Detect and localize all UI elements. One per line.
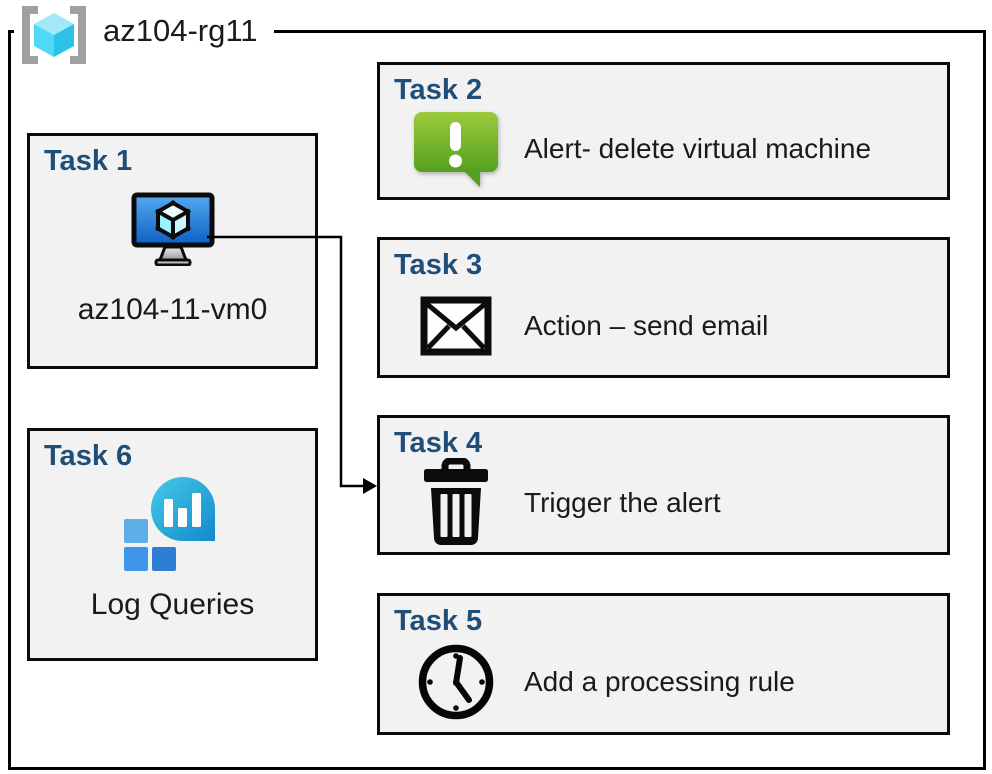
task-box-task3: Task 3 Action – send email [377, 237, 950, 378]
clock-icon [412, 642, 500, 722]
task6-heading: Task 6 [44, 440, 133, 472]
task1-label: az104-11-vm0 [77, 293, 268, 326]
task2-label: Alert- delete virtual machine [524, 133, 872, 164]
task3-label: Action – send email [524, 309, 769, 341]
task5-label: Add a processing rule [524, 666, 795, 697]
resource-group-icon [22, 6, 86, 64]
task-box-task6: Task 6 Log Queries [27, 428, 318, 661]
alert-message-icon [412, 109, 500, 189]
email-envelope-icon [412, 295, 500, 357]
task-box-task1: Task 1 [27, 133, 318, 369]
task5-heading: Task 5 [394, 605, 483, 637]
resource-group-boundary [8, 30, 986, 770]
task4-label: Trigger the alert [524, 487, 721, 518]
virtual-machine-icon [131, 192, 215, 271]
trash-delete-icon [412, 458, 500, 548]
task-box-task2: Task 2 Alert- delete virtual machine [377, 62, 950, 200]
task2-heading: Task 2 [394, 74, 483, 106]
resource-group-name: az104-rg11 [103, 13, 258, 48]
task6-label: Log Queries [90, 588, 255, 621]
task4-heading: Task 4 [394, 427, 483, 459]
task-box-task4: Task 4 Trigger the alert [377, 415, 950, 555]
task1-heading: Task 1 [44, 145, 133, 177]
task3-heading: Task 3 [394, 249, 483, 281]
log-analytics-icon [120, 477, 225, 578]
task-box-task5: Task 5 Add a processing rule [377, 593, 950, 735]
